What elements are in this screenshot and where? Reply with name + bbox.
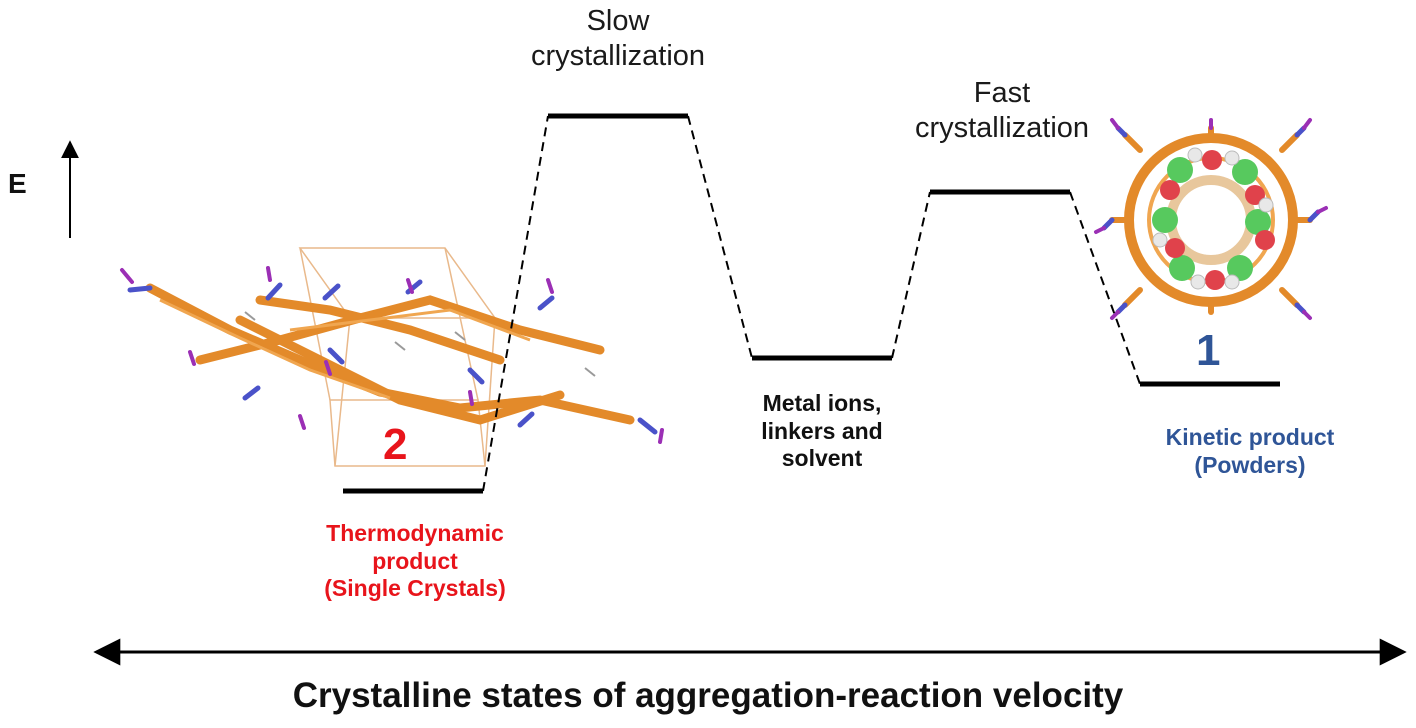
connector-reactants-fast: [891, 191, 931, 359]
thermodynamic-product-label: Thermodynamic product (Single Crystals): [270, 520, 560, 603]
x-axis-title: Crystalline states of aggregation-reacti…: [292, 676, 1124, 715]
fast-crystallization-label: Fast crystallization: [892, 76, 1112, 146]
slow-label-line1: Slow: [586, 5, 650, 37]
connector-slow-reactants: [687, 115, 753, 359]
slow-label-line2: crystallization: [530, 39, 706, 72]
thermo-line2: product: [372, 547, 458, 574]
connector-thermo-slow: [482, 115, 549, 492]
crystal-structure-image-2: [120, 247, 664, 467]
kinetic-product-label: Kinetic product (Powders): [1110, 424, 1390, 479]
slow-crystallization-label: Slow crystallization: [518, 4, 718, 74]
connector-fast-kinetic: [1069, 191, 1141, 385]
fast-label-line1: Fast: [973, 77, 1031, 109]
product-number-2: 2: [383, 420, 408, 469]
product-number-1: 1: [1196, 326, 1221, 375]
kinetic-line2: (Powders): [1194, 451, 1306, 478]
reactants-line3: solvent: [781, 445, 863, 472]
cage-structure-image-1: [1094, 118, 1328, 320]
reactants-label: Metal ions, linkers and solvent: [722, 390, 922, 473]
reactants-line2: linkers and: [761, 417, 883, 444]
reactants-line1: Metal ions,: [762, 390, 882, 416]
fast-label-line2: crystallization: [914, 111, 1090, 144]
energy-axis-label: E: [8, 168, 27, 199]
thermo-line3: (Single Crystals): [324, 575, 506, 602]
thermo-line1: Thermodynamic: [326, 520, 504, 546]
kinetic-line1: Kinetic product: [1165, 424, 1335, 450]
